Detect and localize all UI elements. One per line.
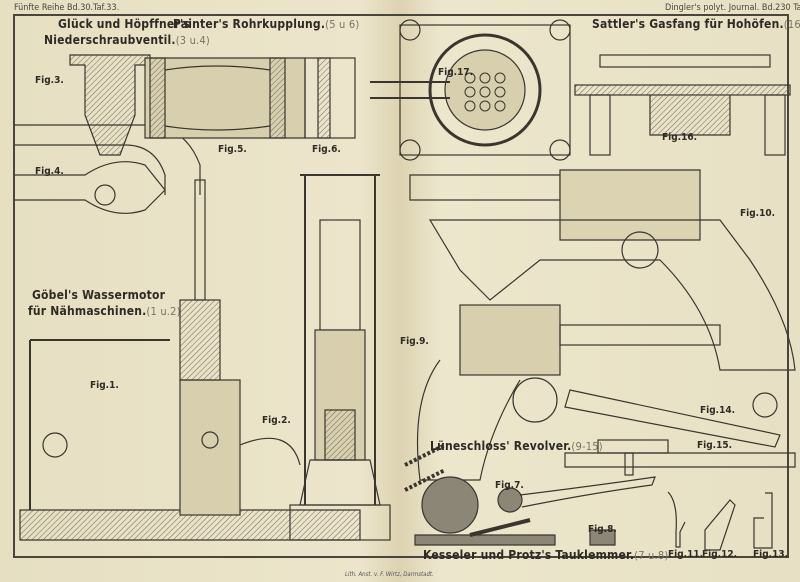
fig-11-label: Fig.11.: [668, 549, 704, 560]
water-motor-drawing: [19, 179, 361, 541]
fig-17-label: Fig.17.: [438, 67, 474, 78]
revolver-section-drawing: [416, 304, 721, 481]
title-painter: Painter's Rohrkupplung.: [173, 17, 326, 31]
gas-catcher-plan-drawing: [370, 19, 571, 161]
title-sattler: Sattler's Gasfang für Hohöfen.: [592, 17, 784, 31]
plate-frame: [13, 14, 789, 558]
fig-1-label: Fig.1.: [90, 380, 119, 391]
title-glueck-ref: (3 u.4): [175, 34, 210, 47]
title-lueneschloss-ref: (9-15): [571, 440, 603, 453]
fig-4-label: Fig.4.: [35, 166, 64, 177]
title-kesseler: Kesseler und Protz's Tauklemmer.: [423, 548, 635, 562]
title-glueck-line1: Glück und Höpffner's: [58, 17, 191, 31]
title-goebel-ref: (1 u.2): [146, 305, 181, 318]
fig-15-label: Fig.15.: [697, 440, 733, 451]
fig-13-label: Fig.13.: [753, 549, 789, 560]
lithographer-imprint: Lith. Anst. v. F. Wirtz, Darmstadt.: [345, 571, 434, 578]
title-glueck-line2: Niederschraubventil.: [44, 33, 176, 47]
revolver-side-drawing: [409, 169, 796, 418]
small-parts-drawing: [667, 491, 773, 551]
fig-5-label: Fig.5.: [218, 144, 247, 155]
fig-16-label: Fig.16.: [662, 132, 698, 143]
title-goebel-line2: für Nähmaschinen.: [28, 304, 147, 318]
title-sattler-ref: (16 u 17): [783, 18, 800, 31]
fig-8-label: Fig.8.: [588, 524, 617, 535]
fig-12-label: Fig.12.: [702, 549, 738, 560]
title-lueneschloss: Lüneschloss' Revolver.: [430, 439, 572, 453]
fig-2-label: Fig.2.: [262, 415, 291, 426]
title-goebel-line1: Göbel's Wassermotor: [32, 288, 166, 302]
title-painter-ref: (5 u 6): [325, 18, 360, 31]
title-kesseler-ref: (7 u.8): [634, 549, 669, 562]
header-right: Dingler's polyt. Journal. Bd.230 Taf.33.: [665, 3, 800, 13]
fig-9-label: Fig.9.: [400, 336, 429, 347]
fig-6-label: Fig.6.: [312, 144, 341, 155]
rope-clamp-drawing: [404, 443, 656, 546]
revolver-parts-drawing: [564, 389, 796, 476]
fig-10-label: Fig.10.: [740, 208, 776, 219]
pipe-coupling-drawing: [144, 57, 356, 139]
fig-7-label: Fig.7.: [495, 480, 524, 491]
fig-3-label: Fig.3.: [35, 75, 64, 86]
gas-catcher-section-drawing: [574, 54, 791, 156]
water-motor-front-drawing: [289, 174, 391, 541]
header-left: Fünfte Reihe Bd.30.Taf.33.: [14, 3, 120, 13]
fig-14-label: Fig.14.: [700, 405, 736, 416]
